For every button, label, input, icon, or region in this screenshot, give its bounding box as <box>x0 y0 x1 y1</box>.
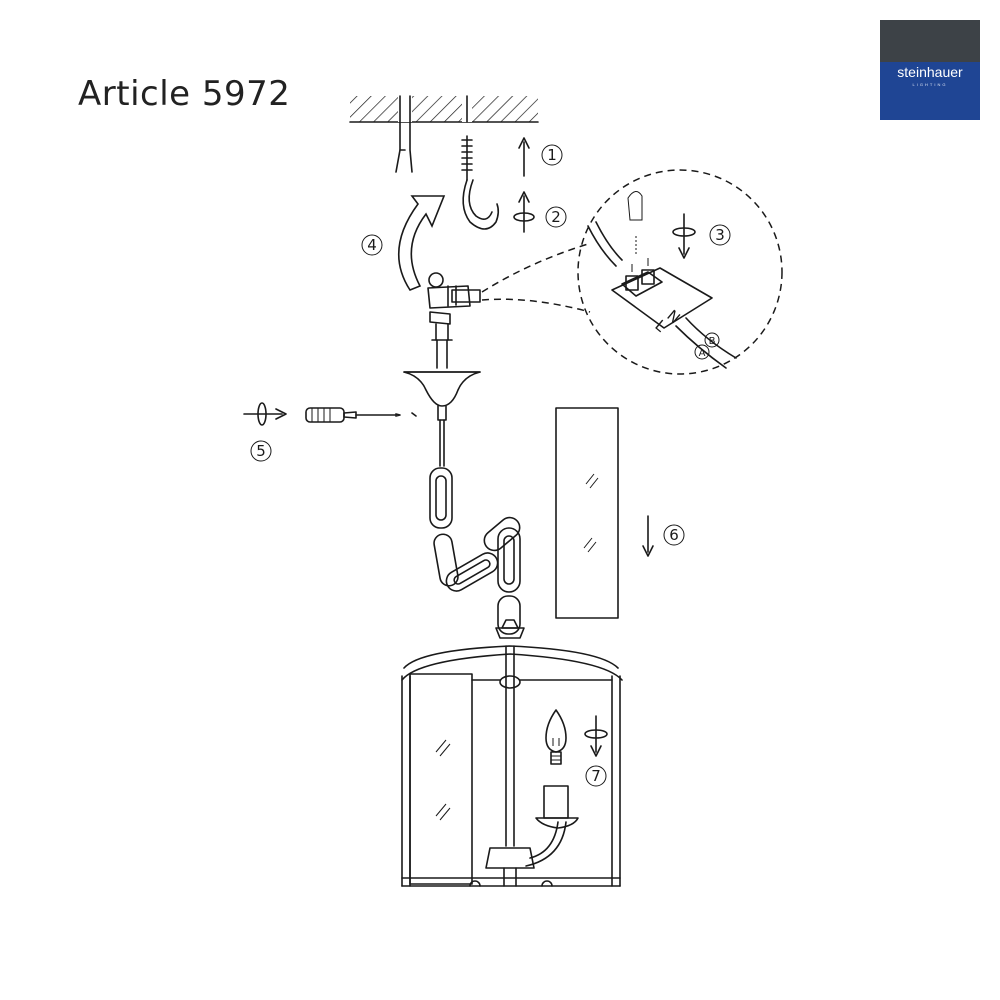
ceiling <box>349 96 539 123</box>
logo-wordmark: steinhauer <box>897 64 963 80</box>
screwdriver-icon <box>305 407 417 423</box>
rotate-down-icon <box>584 715 608 757</box>
bulb-icon <box>545 709 567 765</box>
logo-bottom-band <box>880 62 980 120</box>
curved-arrow-icon <box>398 195 446 291</box>
arrow-down-icon <box>642 515 654 557</box>
step-number-2: 2 <box>551 208 561 226</box>
arrow-up-icon <box>518 137 530 177</box>
step-number-5: 5 <box>256 442 266 460</box>
wire-label-b: B <box>709 336 716 347</box>
step-number-7: 7 <box>591 767 601 785</box>
step-marker-3: 3 <box>709 224 731 246</box>
ceiling-hook <box>461 95 500 230</box>
glass-panel <box>555 407 619 619</box>
rotate-down-icon <box>672 213 696 259</box>
step-marker-6: 6 <box>663 524 685 546</box>
rotate-up-icon <box>513 191 535 233</box>
wire-label-a: A <box>699 348 706 359</box>
rotate-right-icon <box>243 402 287 426</box>
detail-callout <box>481 169 783 375</box>
step-number-3: 3 <box>715 226 725 244</box>
brand-logo: steinhauer LIGHTING <box>880 20 980 120</box>
step-number-4: 4 <box>367 236 377 254</box>
chain <box>429 419 521 635</box>
step-number-1: 1 <box>547 146 557 164</box>
lantern-body <box>401 619 623 887</box>
canopy-terminal <box>427 272 481 341</box>
stem-and-cup <box>403 339 481 421</box>
step-marker-2: 2 <box>545 206 567 228</box>
page-title: Article 5972 <box>78 74 291 114</box>
step-marker-4: 4 <box>361 234 383 256</box>
step-number-6: 6 <box>669 526 679 544</box>
step-marker-5: 5 <box>250 440 272 462</box>
connector-detail: L N B A <box>587 191 737 369</box>
logo-top-band <box>880 20 980 62</box>
supply-cable <box>395 95 413 173</box>
logo-tagline: LIGHTING <box>912 82 948 87</box>
step-marker-7: 7 <box>585 765 607 787</box>
step-marker-1: 1 <box>541 144 563 166</box>
